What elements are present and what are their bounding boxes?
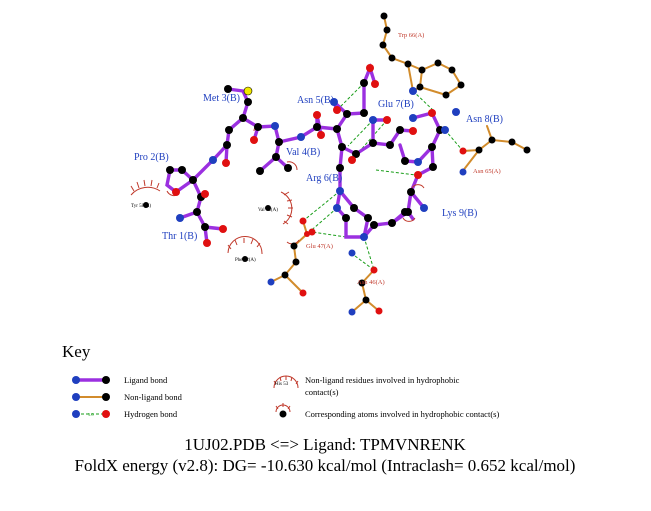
key-hydrophobic-sample-label: His 53	[275, 382, 289, 387]
ligand-residue-labels: Thr 1(B) Pro 2(B) Met 3(B) Val 4(B) Asn …	[134, 93, 503, 242]
residue-label-val45: Val 45(A)	[258, 208, 278, 213]
key-hbond-distance: 3.0	[88, 412, 94, 417]
caption-line-2: FoldX energy (v2.8): DG= -10.630 kcal/mo…	[75, 456, 576, 475]
residue-label-val4: Val 4(B)	[286, 147, 320, 158]
residue-label-trp66: Trp 66(A)	[398, 32, 424, 39]
residue-label-asn8: Asn 8(B)	[466, 114, 503, 125]
residue-label-met3: Met 3(B)	[203, 93, 240, 104]
residue-label-thr1: Thr 1(B)	[162, 231, 197, 242]
key-ligand-bond: Ligand bond	[72, 375, 168, 385]
residue-label-glu47: Glu 47(A)	[306, 243, 333, 250]
key-ligand-bond-label: Ligand bond	[124, 375, 168, 385]
key-hydrogen-bond-label: Hydrogen bond	[124, 409, 178, 419]
key-non-ligand-bond: Non-ligand bond	[72, 392, 183, 402]
residue-label-arg6: Arg 6(B)	[306, 173, 342, 184]
residue-label-asn65: Asn 65(A)	[473, 168, 501, 175]
hydrophobic-arc-tyr58	[130, 179, 161, 196]
caption-line-1: 1UJ02.PDB <=> Ligand: TPMVNRENK	[184, 435, 466, 454]
residue-label-tyr58: Tyr 58(A)	[131, 204, 151, 209]
residue-label-asn5: Asn 5(B)	[297, 95, 334, 106]
hydrophobic-contacts	[130, 124, 425, 255]
non-ligand-bonds	[270, 15, 528, 313]
key-hydrophobic-residue-desc-2: contact(s)	[305, 387, 339, 397]
key-hydrophobic-atom-desc: Corresponding atoms involved in hydropho…	[305, 409, 499, 419]
key-non-ligand-bond-label: Non-ligand bond	[124, 392, 183, 402]
hydrophobic-residue-labels: Tyr 58(A) Val 45(A) Phe 82(A)	[131, 204, 278, 263]
hydrogen-bonds	[302, 82, 464, 271]
key-hydrophobic-residue: His 53 Non-ligand residues involved in h…	[273, 375, 460, 397]
protein-residue-labels: Trp 66(A) Asn 65(A) Glu 47(A) Asn 46(A)	[306, 32, 501, 286]
key-hydrogen-bond: 3.0 Hydrogen bond	[72, 409, 178, 419]
legend-key: Key Ligand bond Non-ligand bond 3.0 Hydr…	[62, 342, 499, 419]
residue-label-pro2: Pro 2(B)	[134, 152, 169, 163]
hydrophobic-arc-val45	[280, 191, 293, 225]
residue-label-phe82: Phe 82(A)	[235, 258, 256, 263]
hydrophobic-arc-phe82	[227, 236, 263, 255]
key-hydrophobic-residue-desc-1: Non-ligand residues involved in hydropho…	[305, 375, 460, 385]
residue-label-lys9: Lys 9(B)	[442, 208, 477, 219]
residue-label-asn46: Asn 46(A)	[357, 279, 385, 286]
key-title: Key	[62, 342, 91, 361]
atoms	[143, 12, 531, 316]
key-hydrophobic-atom: Corresponding atoms involved in hydropho…	[275, 403, 499, 419]
residue-label-glu7: Glu 7(B)	[378, 99, 414, 110]
